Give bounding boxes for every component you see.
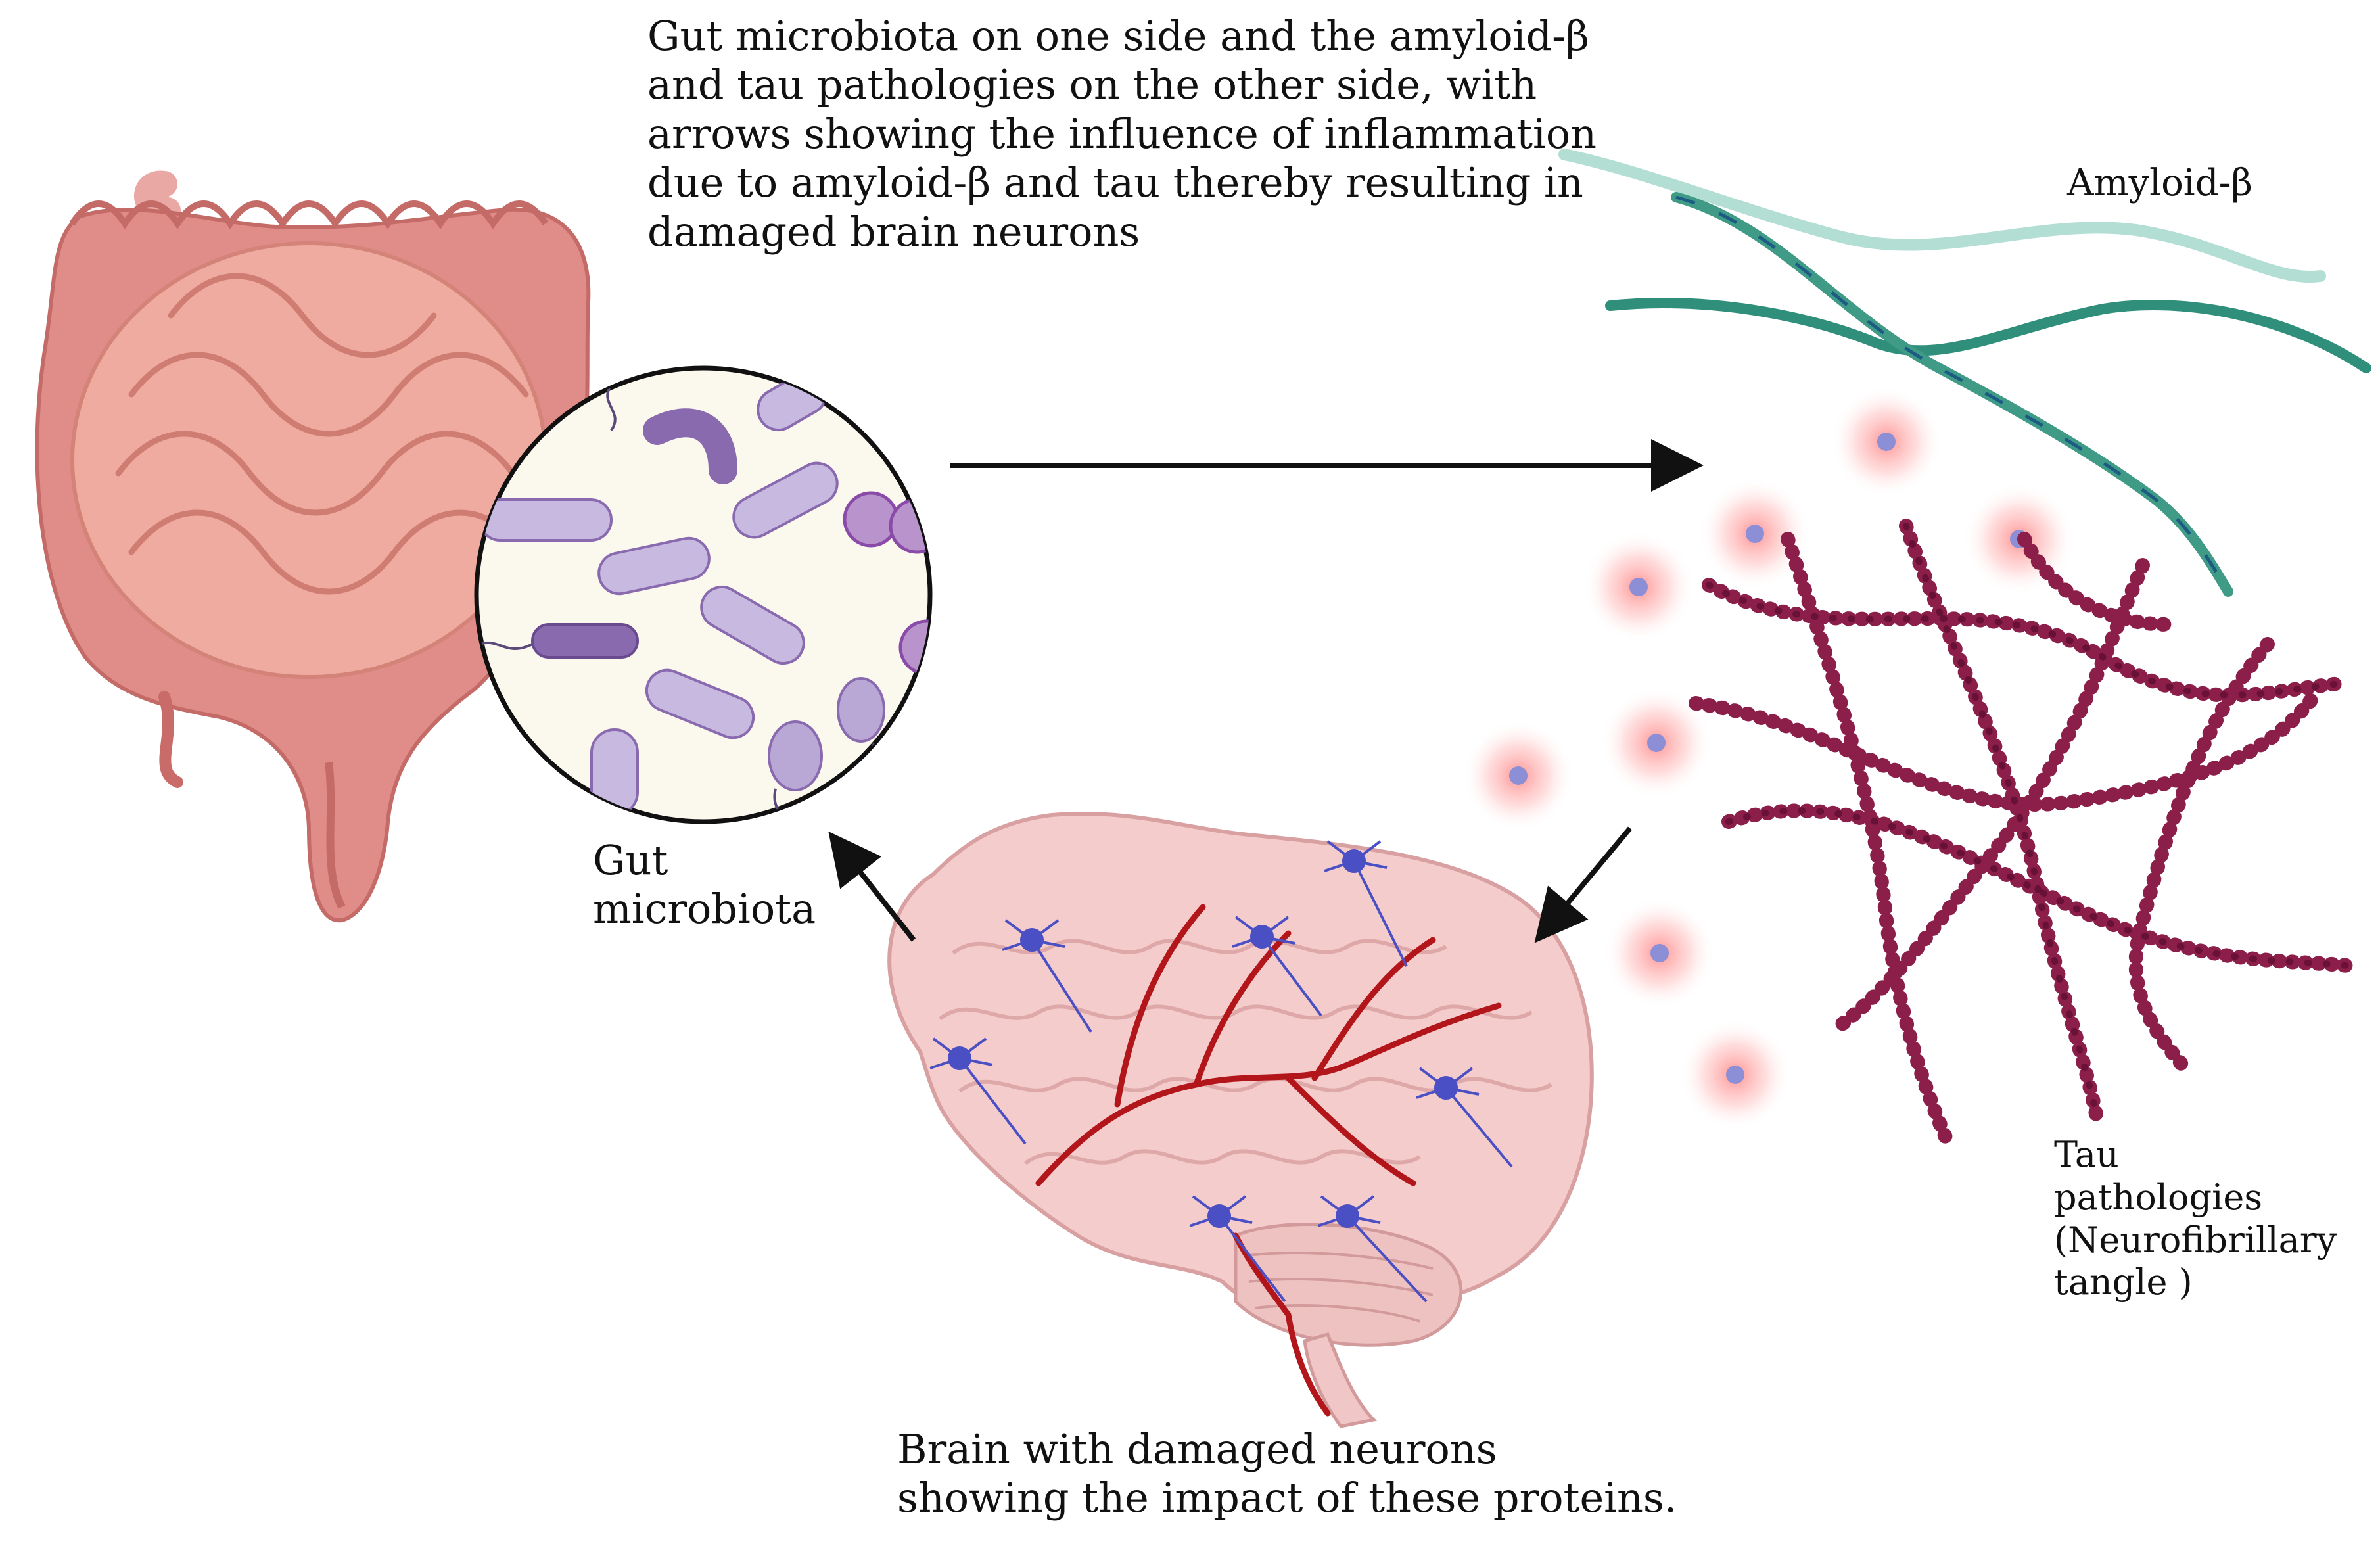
tau-pathologies-label: Tau pathologies (Neurofibrillary tangle …	[2054, 1134, 2337, 1303]
coccus	[898, 619, 930, 676]
neuron	[1002, 919, 1092, 1033]
arrow-brain-to-microbiota	[828, 831, 916, 942]
amyloid-fibrils	[1558, 149, 2371, 597]
bacterium-rod-dark	[531, 623, 639, 659]
inflammation-dot	[1604, 897, 1715, 1009]
brain-caption: Brain with damaged neurons showing the i…	[897, 1425, 1677, 1522]
bacterium-rod	[700, 586, 805, 665]
tau-tangle	[1689, 519, 2360, 1144]
neuron	[1317, 1195, 1428, 1303]
bacterium-rod	[590, 728, 639, 816]
gut-microbiota-label: Gut microbiota	[593, 836, 816, 933]
neuron	[1324, 840, 1408, 967]
coccus	[843, 491, 899, 548]
arrow-proteins-to-brain	[1534, 826, 1633, 943]
amyloid-beta-label: Amyloid-β	[2067, 162, 2252, 204]
brain-illustration	[887, 812, 1594, 1428]
neuron	[1416, 1067, 1513, 1168]
bacterium-rod	[732, 461, 839, 539]
tau-tangle-shadow	[1706, 523, 2356, 1121]
inflammation-dot	[1600, 687, 1712, 799]
inflammation-dot	[1462, 720, 1574, 832]
flow-arrows	[828, 439, 1704, 943]
flagellated-bacterium	[837, 677, 885, 743]
flagellated-bacterium	[768, 720, 823, 791]
neuron	[1232, 916, 1322, 1017]
inflammation-dot	[1679, 1019, 1791, 1131]
neuron	[1189, 1195, 1286, 1303]
inflammation-dot	[1583, 531, 1694, 643]
neuron	[929, 1037, 1027, 1145]
bacterium-curved	[643, 408, 737, 484]
inflammation-dot	[1699, 478, 1811, 590]
inflammation-dot	[1831, 386, 1942, 498]
intestine-illustration	[35, 170, 591, 923]
bacterium-rod	[645, 668, 755, 739]
bacterium-rod	[478, 498, 613, 542]
microbiota-circle	[474, 365, 933, 824]
bacterium-rod	[597, 536, 711, 596]
coccus	[889, 498, 930, 554]
diagram-caption: Gut microbiota on one side and the amylo…	[647, 12, 1597, 256]
